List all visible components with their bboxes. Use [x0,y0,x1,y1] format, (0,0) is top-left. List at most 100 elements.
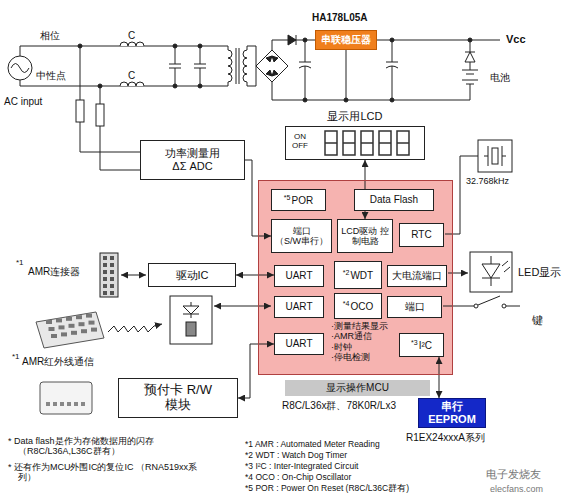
power-rail [344,98,348,102]
keypad-key [61,332,67,336]
connector-pin [110,256,114,260]
card-icon [40,382,92,414]
connector-pin [103,270,107,274]
text-group: 串行 EEPROM [422,400,482,425]
amr-connector [100,253,146,297]
mains-wire [20,46,228,56]
text-group: *4OCO [343,300,373,313]
crystal-symbol [445,140,512,234]
node-text: 显示操作MCU [326,382,389,393]
driver-box: 驱动IC [148,263,236,287]
keypad-key [71,331,77,335]
lcd-display: 显示用LCDONOFF [285,126,425,160]
connector-pin [103,277,107,281]
regulator-box: 串联稳压器 [315,30,377,50]
part-label: 32.768kHz [466,176,509,186]
callout-number: *2 [343,269,350,276]
transformer-symbol [228,50,232,82]
node-text: OFF [292,141,308,150]
mcu-box: ·测量结果显示·AMR通信·时钟·停电检测*5PORData Flash端口（S… [258,180,453,375]
connector-pin [103,263,107,267]
block-box: RTC [399,223,444,247]
ir-module [183,302,199,318]
text-group: 功率测量用 ΔΣ ADC [158,147,228,172]
text-group: UART [285,338,312,350]
port-box: 端口 [387,296,442,318]
node-text: ·时钟 [331,342,388,352]
electrolytic-capacitor [299,40,311,100]
lcd-digits [325,131,409,155]
part-label: 相位 [40,30,60,42]
node-text: 驱动IC [176,269,209,281]
crystal-symbol [484,146,506,166]
text-group: 预付卡 R/W模块 [143,383,213,413]
crystal-symbol [478,140,512,172]
connector-pin [110,270,114,274]
capacitor-symbol [169,46,206,86]
card-dot [46,402,50,406]
part-label: HA178L05A [312,12,368,24]
block-box: *3I²C [399,333,444,357]
connector-pin [103,284,107,288]
ir-module [170,296,212,344]
keypad-key [76,315,82,319]
led-symbol [448,252,512,292]
node-text: ·停电检测 [331,352,388,362]
port-box: 端口（S/W串行） [271,219,332,253]
electrolytic-capacitor [386,40,398,100]
transformer-symbol [243,50,247,82]
part-label: C [128,30,135,42]
transformer-symbol [228,46,256,86]
led-symbol [502,261,510,272]
footnote: * Data flash是作为存储数据用的闪存 （R8C/L36A,L36C群有… [8,436,208,457]
keypad-key [59,325,65,329]
uart-box: UART [274,296,324,318]
lcd-digit [325,131,337,155]
keypad-key [79,322,85,326]
resistor-symbol [100,86,140,170]
node-text: ·AMR通信 [331,331,388,341]
footnote: *3 I²C : Inter-Integrated Circuit [245,462,358,472]
transformer-symbol [236,48,239,84]
watermark: 电子发烧友 [486,468,541,481]
part-label: AMR连接器 [28,266,80,278]
inductor-symbol [120,82,144,86]
callout-number: *4 [343,300,350,307]
text-group: 驱动IC [176,269,209,282]
battery-symbol [462,68,478,100]
resistor-symbol [76,100,84,122]
connector [236,275,274,276]
keypad-key [49,327,55,331]
keypad-key [91,328,97,332]
block-box: *4OCO [334,293,382,319]
keypad-key [86,314,92,318]
node-text: 预付卡 R/W模块 [144,382,212,412]
resistor-symbol [76,46,140,170]
ir-module [170,296,271,344]
connector [238,344,274,398]
keypad-keys [46,314,97,338]
lcd-digit [343,131,355,155]
block-box: *2WDT [334,261,382,289]
part-label: 键 [532,314,543,327]
mcu-fill [258,180,453,375]
bridge-rectifier [266,56,278,76]
card-dots [46,402,85,406]
callout-number: *5 [284,194,291,201]
key-switch [502,304,506,308]
uart-box: UART [274,265,324,287]
led-symbol [482,256,500,286]
node-text: RTC [411,229,431,240]
watermark: elecfans.com [490,484,543,494]
capacitor-symbol [169,46,181,86]
key-switch [474,304,478,308]
node-text: 功率测量用 ΔΣ ADC [165,147,220,172]
text-group: *2WDT [343,269,373,282]
part-label: *1 [12,352,20,361]
footnote: *2 WDT : Watch Dog Timer [245,451,347,461]
node-text: LCD驱动 控制电路 [341,226,389,246]
connector-pins [103,256,114,295]
mcu-fill [258,180,453,375]
diode-symbol [465,40,475,68]
